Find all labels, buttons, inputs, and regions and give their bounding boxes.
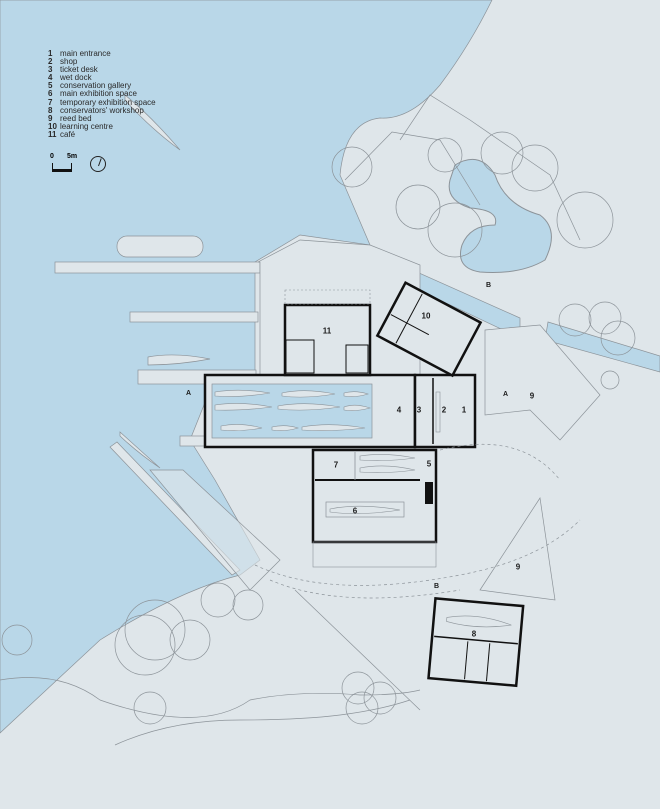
water-area [0,0,493,734]
jetty-north [54,261,261,274]
reed-bed-north [484,324,601,441]
label-main-exhibition: 6 [352,506,358,516]
label-learning-centre: 10 [421,311,431,321]
label-cafe: 11 [322,326,332,336]
label-wet-dock: 4 [396,405,402,415]
pond [448,158,552,273]
boat-2 [124,94,181,151]
main-exhibition-building [311,448,438,544]
scale-end-label: 5m [67,153,78,160]
learning-centre-building [375,280,483,378]
boat-3 [119,431,161,469]
slipway [149,469,281,591]
section-marker-a-left: A [186,390,192,397]
label-shop: 2 [441,405,447,415]
label-reed-bed-south: 9 [515,562,521,572]
north-arrow-icon [90,156,106,172]
label-reed-bed-north: 9 [529,391,535,401]
entrance-block [413,373,477,449]
boat-barge [116,235,204,258]
trees [1,131,636,725]
section-marker-a-right: A [503,391,509,398]
label-conservators-workshop: 8 [471,629,477,639]
label-ticket-desk: 3 [416,405,422,415]
scale-start-label: 0 [50,153,54,160]
conservators-workshop-building [427,597,525,688]
scale-bar-line [52,163,72,172]
label-conservation-gallery: 5 [426,459,432,469]
scale-bar: 0 5m [50,153,78,177]
label-temporary-exhibition: 7 [333,460,339,470]
section-marker-b-bottom: B [434,583,440,590]
jetty-middle [129,311,259,323]
reed-bed-south [479,497,556,601]
boat-1 [147,354,211,366]
label-main-entrance: 1 [461,405,467,415]
section-marker-b-top: B [486,282,492,289]
